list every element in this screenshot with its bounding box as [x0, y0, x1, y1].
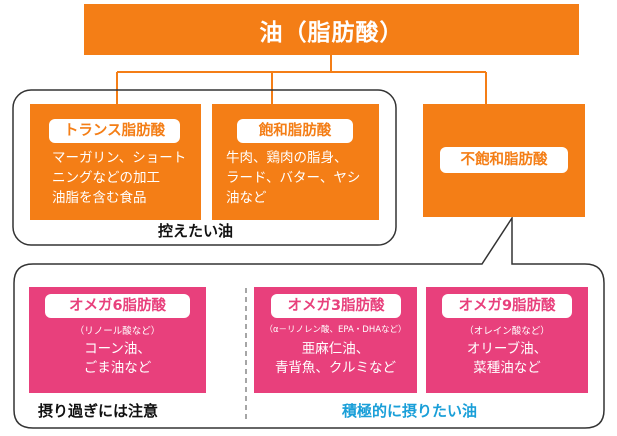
card-label: オメガ6脂肪酸 — [45, 294, 190, 318]
card-label: 飽和脂肪酸 — [237, 119, 353, 143]
card-label: オメガ3脂肪酸 — [271, 294, 401, 318]
omega9-card: オメガ9脂肪酸 （オレイン酸など） オリーブ油、 菜種油など — [426, 287, 588, 393]
card-subtitle: （オレイン酸など） — [464, 326, 550, 337]
trans-fat-card: トランス脂肪酸 マーガリン、ショート ニングなどの加工 油脂を含む食品 — [30, 104, 201, 220]
card-label: トランス脂肪酸 — [49, 119, 180, 143]
card-subtitle: （α－リノレン酸、EPA・DHAなど） — [264, 325, 407, 335]
card-description: コーン油、 ごま油など — [83, 341, 152, 376]
card-label: 不飽和脂肪酸 — [440, 147, 568, 173]
fatty-acid-title-box: 油（脂肪酸） — [84, 4, 579, 55]
saturated-fat-card: 飽和脂肪酸 牛肉、鶏肉の脂身、 ラード、バター、ヤシ 油など — [212, 104, 379, 220]
card-description: マーガリン、ショート ニングなどの加工 油脂を含む食品 — [52, 150, 187, 206]
card-subtitle: （リノール酸など） — [74, 326, 161, 337]
unsaturated-fat-card: 不飽和脂肪酸 — [423, 104, 585, 217]
avoid-caption: 控えたい油 — [158, 222, 234, 240]
card-description: 亜麻仁油、 青背魚、クルミなど — [274, 341, 397, 376]
omega3-card: オメガ3脂肪酸 （α－リノレン酸、EPA・DHAなど） 亜麻仁油、 青背魚、クル… — [254, 287, 417, 393]
caution-caption: 摂り過ぎには注意 — [38, 402, 159, 420]
card-description: 牛肉、鶏肉の脂身、 ラード、バター、ヤシ 油など — [226, 150, 361, 206]
card-description: オリーブ油、 菜種油など — [466, 341, 548, 376]
bottom-group-outline — [13, 215, 605, 429]
want-caption: 積極的に摂りたい油 — [342, 402, 478, 420]
avoid-group-outline — [12, 89, 397, 246]
omega6-card: オメガ6脂肪酸 （リノール酸など） コーン油、 ごま油など — [29, 287, 206, 393]
card-label: オメガ9脂肪酸 — [442, 294, 572, 318]
page-title: 油（脂肪酸） — [259, 19, 404, 46]
